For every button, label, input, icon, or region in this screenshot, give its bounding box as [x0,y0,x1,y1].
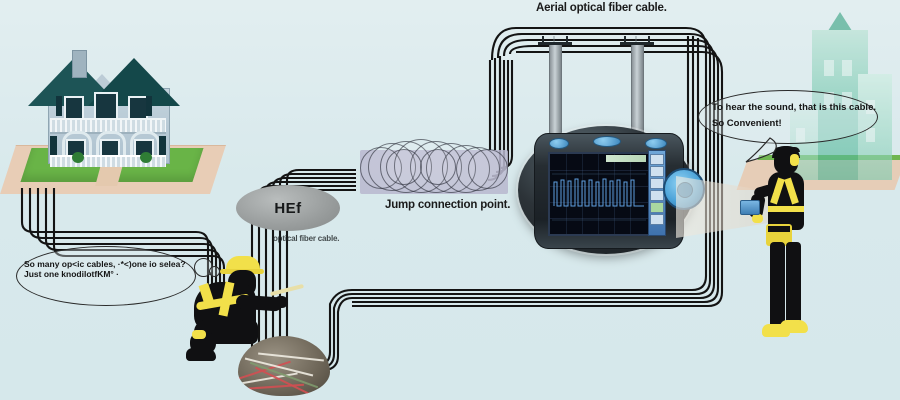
worker-right-leg-right [786,242,801,328]
worker-right-boot-right [780,320,808,333]
bundle-strand [258,352,324,362]
speech-right-line-1: To hear the sound, that is this cable. [712,102,876,113]
pole-1-insulator [566,36,568,43]
coil-ring [468,149,508,189]
house-porch-arch-center [96,131,126,158]
house-shutter-lr [159,136,166,158]
cable-aerial-left-drop [488,56,502,150]
house-window-upper-center [94,92,118,120]
speech-bubble-left [16,246,196,306]
house-shutter-ul [56,96,62,116]
house-shutter-ll [50,136,57,158]
worker-right-glove [752,214,763,223]
house-bush-right [140,152,152,163]
pole-2-crossarm [620,42,654,45]
screen-gridline [614,154,615,234]
device-softkey-3[interactable] [650,178,664,189]
speech-left-tail-small [209,266,220,277]
building-window [842,60,852,76]
pole-1-insulator [542,36,544,43]
hef-label: HEf [274,199,302,217]
device-softkey-4[interactable] [650,190,664,201]
device-button-top-left[interactable] [549,138,569,149]
pole-1-crossarm [538,42,572,45]
fiber-cable-bundle [238,336,330,396]
standing-technician [740,146,826,348]
label-aerial-cable: Aerial optical fiber cable. [536,2,667,14]
device-screen [548,152,650,236]
worker-left-knee-pad [192,330,206,339]
device-softkey-1[interactable] [650,154,664,165]
speech-right-line-2: So Convenient! [712,118,782,129]
worker-left-hardhat [226,256,260,271]
house-porch-arch-right [130,131,160,158]
coil-ring [420,149,456,185]
headphone-icon [790,154,799,166]
device-softkey-2[interactable] [650,166,664,177]
hef-closure-badge: HEf [236,185,340,231]
screen-gridline [550,218,648,219]
house-window-upper-left [64,96,84,120]
house-window-upper-right [128,96,148,120]
building-window [824,60,834,76]
pouch-flap [768,226,790,232]
screen-gridline [566,154,567,234]
worker-right-leg-left [770,242,785,328]
device-softkey-5[interactable] [650,202,664,213]
speech-left-line-1: So many op<ic cables, ·*<)one io selea? [24,259,186,269]
device-button-top-right[interactable] [645,138,667,149]
worker-left-boot [186,348,216,361]
house-bush-left [72,152,84,163]
speech-left-line-2: Just one knodilotfKM° · [24,269,120,279]
coil-ring [386,149,422,185]
speech-bubble-right [698,90,878,144]
device-softkey-6[interactable] [650,214,664,225]
waveform-trace [552,173,646,221]
house-porch-arch-left [62,131,92,158]
headphone-band [774,147,800,152]
pole-2-insulator [648,36,650,43]
worker-right-hivis-band [768,206,804,212]
screen-gridline [550,170,648,171]
device-button-top-center[interactable] [593,136,621,147]
screen-status-bar [606,155,646,162]
handheld-unit [740,200,760,215]
building-roof-peak [826,12,854,34]
house-chimney [72,50,87,78]
worker-left-tool [270,283,304,297]
worker-left-hand [274,296,288,308]
speech-right-tail [745,137,777,163]
fiber-slack-coil [358,139,510,195]
house-shutter-ur [146,96,152,116]
pole-2-insulator [624,36,626,43]
cable-vertical-right [686,36,700,186]
label-optical-fiber-cable: optical fiber cable. [273,234,340,243]
bundle-strand [255,366,319,396]
building-window [866,128,875,142]
label-jump-connection-point: Jump connection point. [385,199,511,211]
kneeling-technician [178,252,308,382]
